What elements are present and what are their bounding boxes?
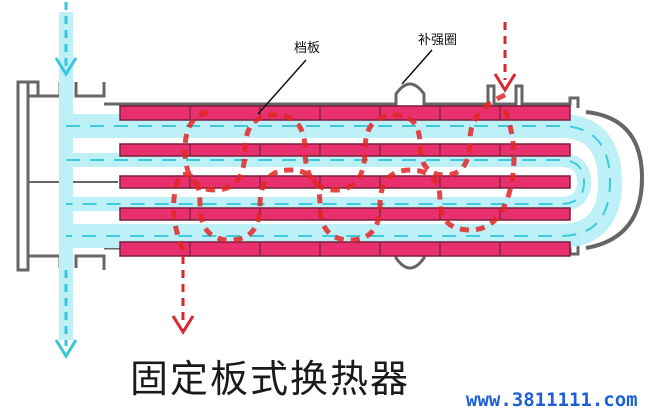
- tube-side-out: [54, 270, 78, 359]
- tube-row-3: [119, 175, 571, 189]
- watermark-url: www.3811111.com: [466, 389, 638, 411]
- tube-row-2: [119, 143, 571, 157]
- tube-dividers: [189, 106, 501, 256]
- dashed-down-arrow-icon: [171, 315, 195, 335]
- tube-row-5: [119, 241, 571, 257]
- diagram-title: 固定板式换热器: [130, 357, 410, 401]
- tube-bundle: [119, 105, 571, 257]
- dashed-down-arrow-icon: [54, 57, 78, 77]
- shell-side-in: [493, 22, 517, 93]
- tube-side-in: [54, 2, 78, 77]
- dashed-down-arrow-icon: [54, 339, 78, 359]
- tube-row-1: [119, 105, 571, 121]
- dashed-down-arrow-icon: [493, 73, 517, 93]
- reinforcement-ring-label: 补强圈: [418, 33, 457, 48]
- leader-lines: [257, 49, 433, 115]
- shell-side-out: [171, 256, 195, 335]
- shell-side-flow: [171, 92, 517, 257]
- baffle-label: 档板: [294, 41, 320, 56]
- tube-row-4: [119, 207, 571, 221]
